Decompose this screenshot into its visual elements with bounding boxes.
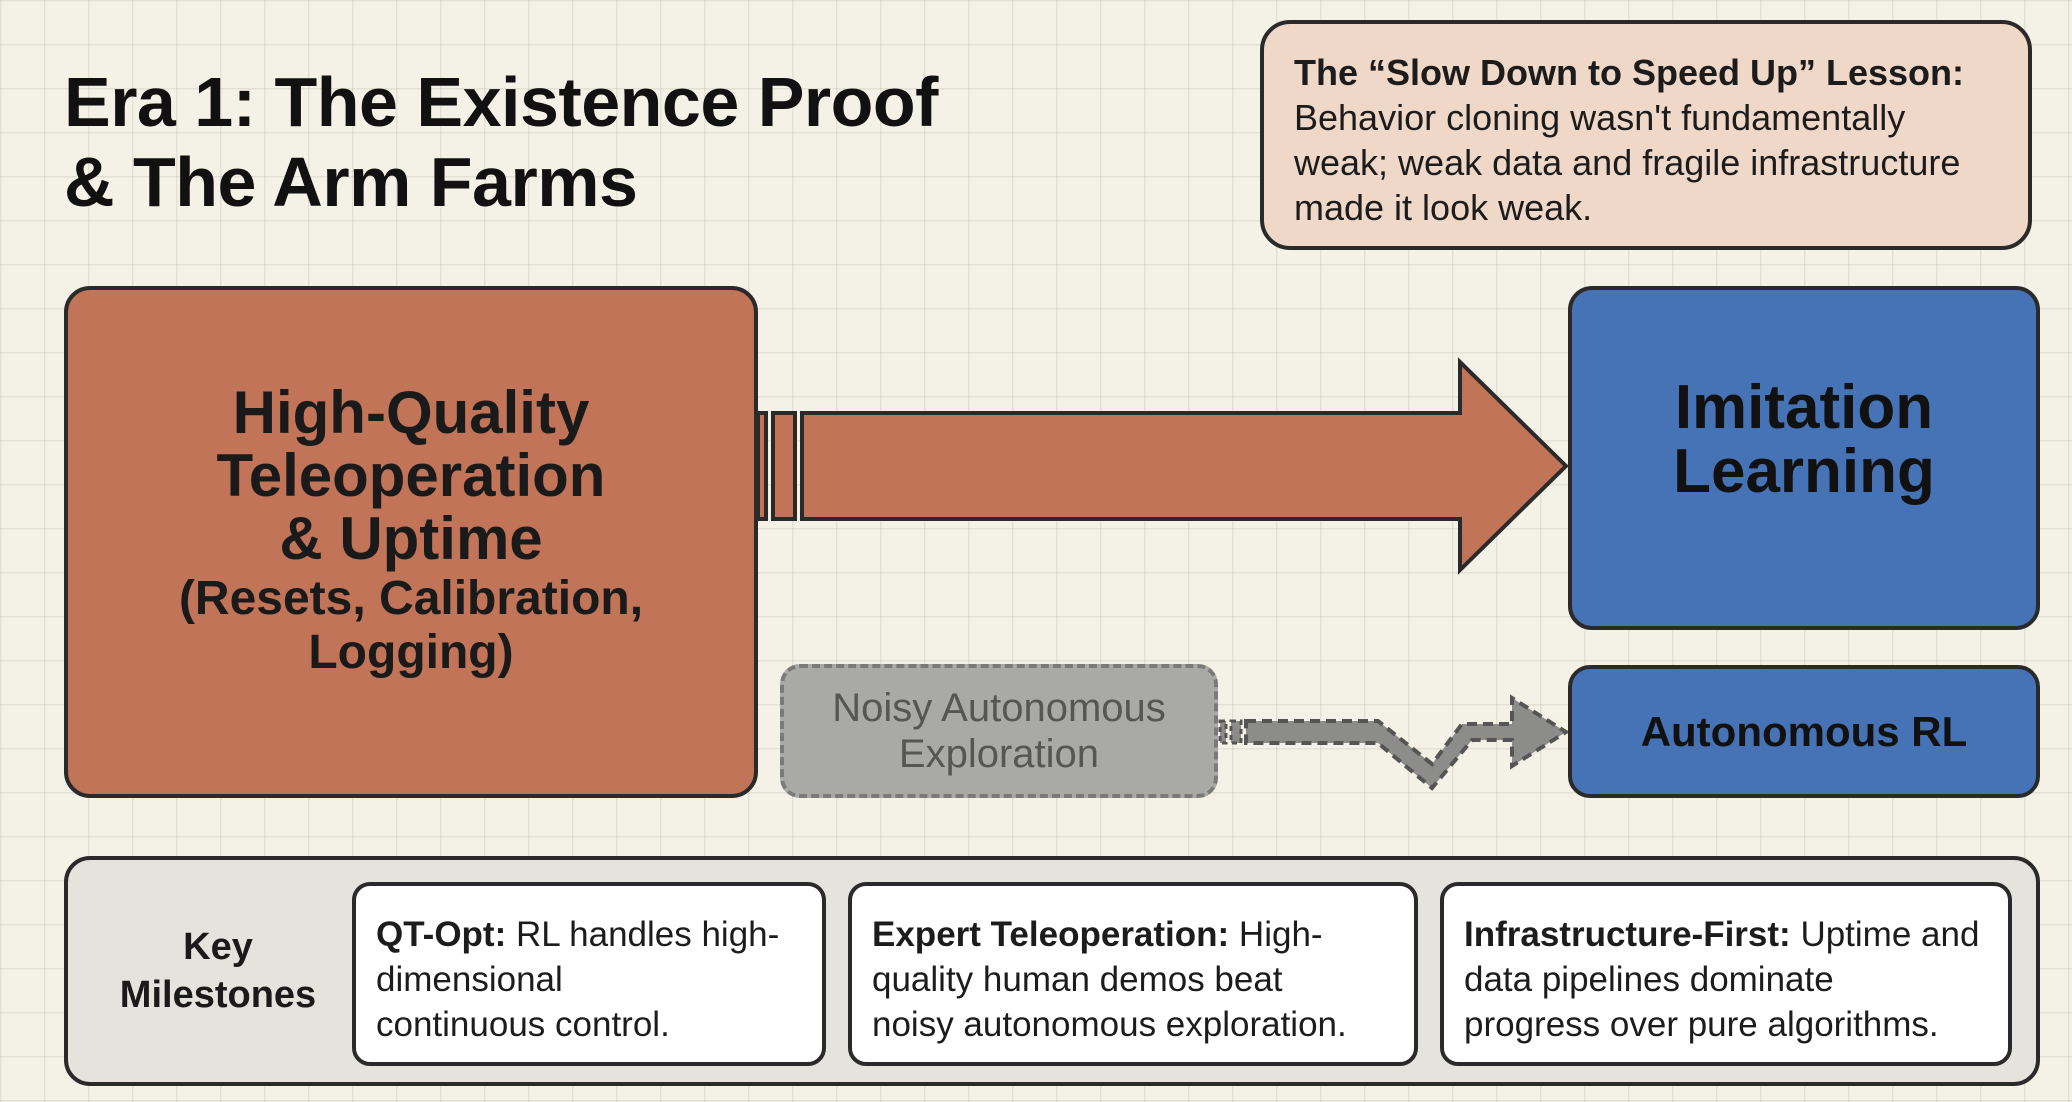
autonomous-rl-label: Autonomous RL [1640, 707, 1968, 755]
lesson-callout: The “Slow Down to Speed Up” Lesson: Beha… [1260, 20, 2032, 250]
imitation-learning-box: Imitation Learning [1568, 286, 2040, 630]
milestone-card-expert-teleoperation: Expert Teleoperation: High- quality huma… [848, 882, 1418, 1066]
noisy-to-rl-arrow [1218, 694, 1570, 791]
page-title: Era 1: The Existence Proof & The Arm Far… [64, 62, 1044, 222]
teleoperation-subtitle: (Resets, Calibration, Logging) [179, 572, 643, 680]
lesson-heading: The “Slow Down to Speed Up” Lesson: [1294, 52, 1965, 93]
noisy-exploration-box: Noisy Autonomous Exploration [780, 664, 1218, 798]
title-line-1: Era 1: The Existence Proof [64, 63, 938, 141]
milestone-card-text: continuous control. [376, 1005, 670, 1044]
milestone-card-infrastructure-first: Infrastructure-First: Uptime and data pi… [1440, 882, 2012, 1066]
lesson-line-2: weak; weak data and fragile infrastructu… [1294, 142, 1961, 183]
teleoperation-title: High-Quality Teleoperation & Uptime [217, 381, 606, 570]
milestone-card-text: noisy autonomous exploration. [872, 1005, 1347, 1044]
lesson-line-1: Behavior cloning wasn't fundamentally [1294, 97, 1906, 138]
milestones-label-line-1: Key [183, 926, 253, 968]
milestone-card-text: data pipelines dominate [1464, 960, 1834, 999]
teleop-line-1: High-Quality [232, 378, 590, 446]
teleoperation-box: High-Quality Teleoperation & Uptime (Res… [64, 286, 758, 798]
teleop-sub-line-2: Logging) [308, 625, 514, 679]
milestone-card-text: quality human demos beat [872, 960, 1283, 999]
milestone-card-text: High- [1229, 915, 1323, 954]
milestone-card-title: Infrastructure-First: [1464, 915, 1791, 954]
milestone-card-text: progress over pure algorithms. [1464, 1005, 1939, 1044]
imitation-line-2: Learning [1673, 437, 1935, 506]
noisy-line-2: Exploration [898, 732, 1100, 776]
teleop-to-imitation-arrow [756, 357, 1569, 575]
milestone-card-text: RL handles high- [506, 915, 780, 954]
key-milestones-label: Key Milestones [98, 860, 338, 1082]
autonomous-rl-box: Autonomous RL [1568, 665, 2040, 798]
teleop-sub-line-1: (Resets, Calibration, [178, 571, 644, 625]
teleop-line-2: Teleoperation [216, 441, 606, 509]
lesson-line-3: made it look weak. [1294, 187, 1593, 228]
milestone-card-text: Uptime and [1790, 915, 1980, 954]
milestone-card-title: QT-Opt: [376, 915, 507, 954]
noisy-line-1: Noisy Autonomous [832, 686, 1166, 730]
key-milestones-panel: Key Milestones QT-Opt: RL handles high- … [64, 856, 2040, 1086]
teleop-line-3: & Uptime [279, 504, 543, 572]
imitation-line-1: Imitation [1674, 373, 1934, 442]
milestones-label-line-2: Milestones [119, 974, 317, 1016]
title-line-2: & The Arm Farms [64, 143, 638, 221]
milestone-card-text: dimensional [376, 960, 563, 999]
milestone-card-qt-opt: QT-Opt: RL handles high- dimensional con… [352, 882, 826, 1066]
milestone-card-title: Expert Teleoperation: [872, 915, 1230, 954]
